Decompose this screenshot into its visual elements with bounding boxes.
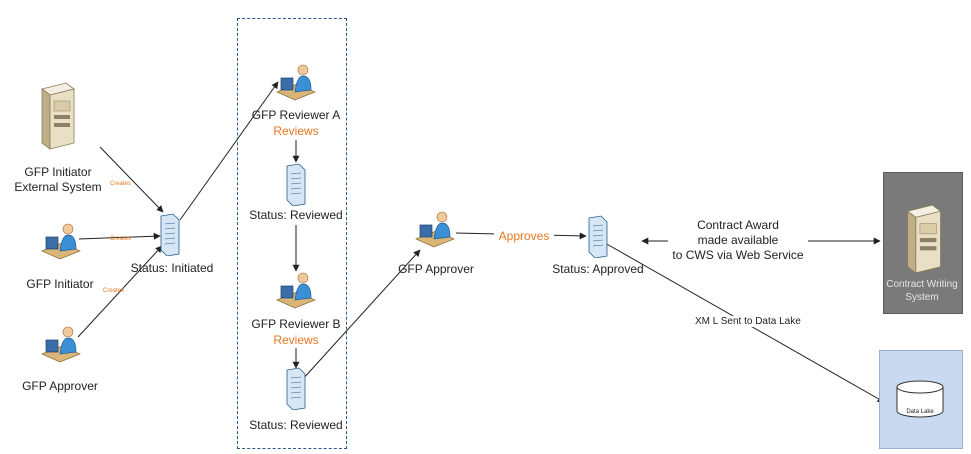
node-label-status-initiated: Status: Initiated	[130, 261, 214, 275]
edge-approver-to-initiated	[77, 245, 163, 338]
user-workstation-icon	[276, 64, 316, 101]
edge-label-contract-award: Contract Award made available to CWS via…	[668, 218, 808, 263]
node-label-initiator-system: GFP Initiator External System	[14, 165, 102, 194]
cws-server-icon	[906, 204, 942, 274]
edge-system-to-initiated	[99, 146, 164, 213]
node-label-status-approved: Status: Approved	[552, 262, 644, 276]
edge-label-creates-1: Creates	[110, 181, 132, 187]
edge-initiated-to-reviewer-a	[179, 81, 279, 221]
user-workstation-icon	[276, 272, 316, 309]
document-icon	[286, 367, 306, 410]
user-workstation-icon	[41, 223, 81, 260]
node-label-data-lake: Data Lake	[906, 409, 934, 415]
document-icon	[286, 163, 306, 206]
node-label-reviewer-a: GFP Reviewer A	[251, 108, 341, 122]
database-icon	[896, 380, 944, 418]
user-workstation-icon	[41, 326, 81, 363]
node-label-approver-mid: GFP Approver	[398, 262, 474, 276]
edge-label-creates-3: Creates	[103, 288, 125, 294]
node-label-status-reviewed-1: Status: Reviewed	[249, 208, 343, 222]
contract-writing-system-label: Contract Writing System	[886, 279, 958, 303]
action-label-reviewer-b: Reviews	[273, 333, 319, 347]
edge-initiator-to-initiated	[78, 232, 161, 240]
action-label-reviewer-a: Reviews	[273, 124, 319, 138]
edge-label-approves: Approves	[494, 229, 554, 243]
node-label-initiator: GFP Initiator	[26, 277, 94, 291]
edge-label-creates-2: Creates	[110, 236, 132, 242]
document-icon	[588, 215, 608, 258]
server-icon	[41, 82, 75, 150]
node-label-approver-left: GFP Approver	[22, 379, 98, 393]
edge-reviewed-to-approver	[301, 249, 421, 381]
node-label-status-reviewed-2: Status: Reviewed	[249, 418, 343, 432]
node-label-reviewer-b: GFP Reviewer B	[251, 317, 341, 331]
user-workstation-icon	[415, 211, 455, 248]
document-icon	[160, 213, 180, 256]
reviewer-group-box	[237, 18, 347, 449]
edge-label-xml-sent: XM L Sent to Data Lake	[695, 316, 801, 327]
